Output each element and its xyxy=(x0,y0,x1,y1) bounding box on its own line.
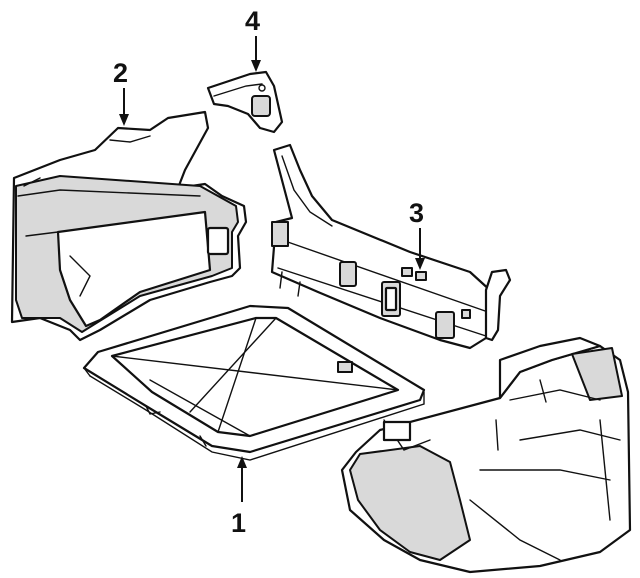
part-4-trim-bracket xyxy=(206,70,284,134)
callout-1: 1 xyxy=(231,508,246,538)
callout-3: 3 xyxy=(409,198,424,228)
callout-2: 2 xyxy=(113,58,128,88)
callout-4: 4 xyxy=(245,6,260,36)
arrowhead-2-icon xyxy=(119,114,129,126)
part-1-floor-mat xyxy=(82,304,426,461)
leader-lines xyxy=(119,36,425,502)
arrowhead-3-icon xyxy=(415,258,425,270)
arrowhead-1-icon xyxy=(237,456,247,468)
part-3-rear-trim-panel xyxy=(270,143,512,350)
part-2-side-trim-panel xyxy=(10,110,248,342)
trunk-body-structure xyxy=(340,336,632,574)
arrowhead-4-icon xyxy=(251,60,261,72)
